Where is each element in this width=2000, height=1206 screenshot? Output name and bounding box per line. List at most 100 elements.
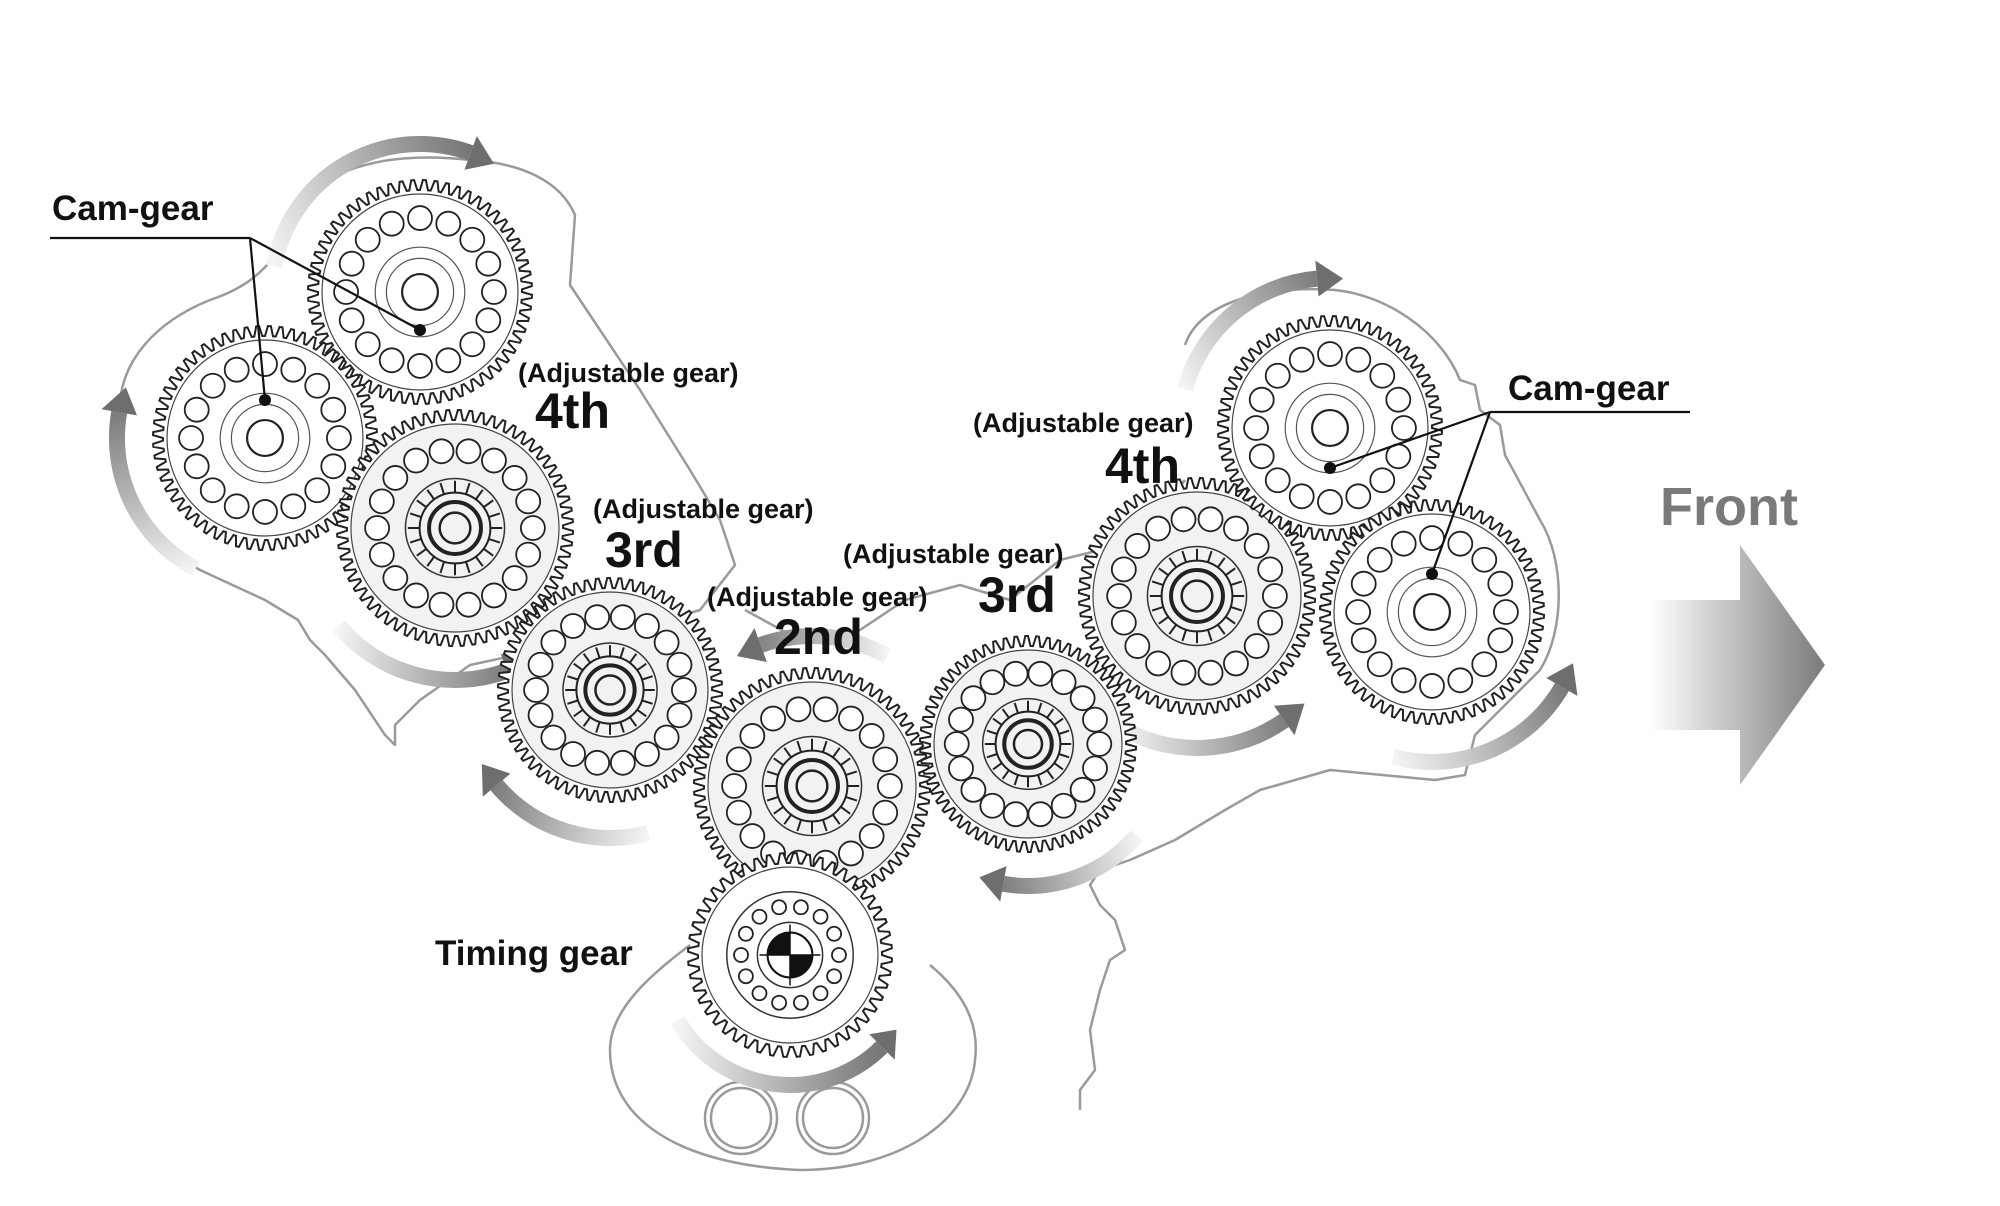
cam-gear-left-upper-hole	[333, 279, 359, 305]
adjustable-gear-3rd-left-spline	[595, 647, 601, 659]
adjustable-3rd-right-sublabel: (Adjustable gear)	[843, 539, 1064, 569]
adjustable-gear-3rd-right-hole	[948, 755, 974, 782]
adjustable-gear-3rd-left-hole	[540, 724, 567, 751]
rotation-arrow-cam-right-lower-body	[1391, 682, 1569, 770]
adjustable-gear-4th-right-hole	[1257, 556, 1284, 583]
cam-gear-right-lower-hole	[1447, 530, 1474, 557]
cam-gear-right-lower-hole	[1487, 570, 1514, 597]
cam-gear-right-upper-hole	[1385, 386, 1412, 413]
cam-gear-left-leader-b	[249, 237, 421, 331]
adjustable-gear-3rd-left-hole	[527, 702, 554, 729]
rotation-arrow-cam-right-upper-head	[1315, 260, 1344, 297]
cam-gear-left-label: Cam-gear	[52, 189, 214, 228]
adjustable-gear-4th-left-hole	[515, 541, 542, 568]
cam-gear-right-upper-hole	[1369, 362, 1396, 389]
adjustable-gear-4th-left-spline	[409, 537, 422, 544]
left-head-outline	[118, 156, 737, 747]
adjustable-gear-4th-right-spline	[1168, 624, 1178, 635]
adjustable-gear-4th-left-spline	[426, 556, 436, 567]
adjustable-gear-4th-left-spline	[416, 499, 427, 509]
adjustable-gear-2nd-hole	[739, 823, 766, 849]
adjustable-gear-3rd-right-hole	[960, 685, 987, 712]
adjustable-gear-3rd-right-spline	[1001, 769, 1010, 780]
adjustable-gear-3rd-right-spline	[1013, 774, 1019, 786]
adjustable-gear-3rd-left-spline	[573, 708, 584, 718]
adjustable-4th-right-label: 4th	[1105, 438, 1180, 494]
cam-gear-left-upper-hole	[459, 331, 486, 358]
adjustable-gear-3rd-left-hole	[653, 724, 680, 751]
adjustable-gear-2nd-hole	[725, 799, 752, 826]
adjustable-gear-3rd-left-hole	[527, 651, 554, 678]
adjustable-4th-left-sublabel: (Adjustable gear)	[518, 358, 739, 388]
cam-gear-right-lower-hole	[1390, 667, 1417, 694]
adjustable-gear-4th-left-hole	[382, 465, 409, 491]
cam-gear-left-lower-bore	[245, 418, 285, 458]
adjustable-gear-4th-left-hole	[403, 582, 429, 609]
adjustable-gear-4th-left-spline	[474, 556, 484, 567]
rotation-arrow-timing-body	[670, 1015, 888, 1093]
adjustable-gear-3rd-left-hub-inner	[575, 655, 645, 725]
adjustable-gear-3rd-left-bore	[594, 674, 626, 706]
cam-gear-left-upper-hole	[338, 307, 365, 334]
adjustable-gear-3rd-right-hole	[948, 706, 974, 733]
adjustable-gear-3rd-left-hole	[584, 604, 611, 631]
adjustable-gear-2nd-hole	[838, 705, 864, 732]
adjustable-gear-4th-left-spline	[488, 512, 501, 519]
adjustable-gear-4th-right-hole	[1145, 515, 1171, 542]
cam-gear-right-upper-bore	[1310, 408, 1350, 448]
adjustable-gear-3rd-right-spline	[1046, 769, 1055, 780]
adjustable-gear-3rd-left-hole	[666, 651, 693, 678]
adjustable-gear-4th-right-spline	[1230, 605, 1243, 612]
rotation-arrows	[101, 135, 1578, 1093]
cam-gear-left-lower-hole	[326, 425, 352, 451]
cam-gear-right-lower-bore	[1412, 592, 1452, 632]
cam-gear-left-upper-hole	[378, 210, 405, 237]
rotation-arrow-cam-left-lower-body	[108, 410, 200, 576]
adjustable-gear-4th-right-hub-ring	[1146, 545, 1248, 647]
crank-center-mark-quadrant	[767, 932, 790, 955]
timing-gear-hole	[812, 985, 829, 1002]
cam-gear-left-lower-hole	[223, 356, 250, 383]
adjustable-gear-4th-left-hole	[364, 515, 391, 541]
adjustable-gear-3rd-right-spline	[1046, 708, 1055, 719]
rotation-arrow-cam-left-upper	[266, 135, 494, 268]
cam-gear-left-lower-hole	[252, 499, 278, 525]
adjustable-gear-3rd-left-spline	[619, 721, 625, 733]
adjustable-3rd-right-label: 3rd	[978, 567, 1056, 623]
adjustable-gear-4th-left-spline	[426, 489, 436, 500]
adjustable-gear-3rd-right	[918, 635, 1138, 853]
rotation-arrow-cam-right-lower	[1391, 663, 1578, 770]
timing-gear-hole	[751, 985, 768, 1002]
adjustable-gear-2nd-spline	[845, 795, 858, 802]
adjustable-gear-3rd-left-hub-ring	[562, 642, 658, 738]
adjustable-gear-4th-right-spline	[1151, 605, 1164, 612]
adjustable-gear-3rd-right-spline	[1037, 774, 1043, 786]
adjustable-gear-3rd-left-spline	[636, 708, 647, 718]
adjustable-gear-2nd-hole	[872, 799, 899, 826]
adjustable-3rd-left-label: 3rd	[605, 522, 683, 578]
adjustable-gear-4th-right-hole	[1124, 633, 1151, 659]
adjustable-gear-4th-left-hole	[481, 582, 507, 609]
bore-circle-left	[703, 1080, 779, 1156]
adjustable-gear-4th-left-hole	[455, 438, 482, 465]
adjustable-gear-3rd-right-hole	[1069, 685, 1096, 712]
adjustable-gear-3rd-right-bearing	[1002, 718, 1054, 770]
adjustable-gear-3rd-left	[496, 577, 724, 803]
rotation-arrow-cam-right-lower-head	[1546, 663, 1578, 696]
cam-gear-right-leader-b	[1430, 411, 1492, 575]
cam-gear-left-lower-hole	[320, 453, 347, 480]
adjustable-gear-2nd-bearing	[784, 758, 840, 814]
adjustable-gear-3rd-right-hole	[1050, 792, 1077, 819]
adjustable-gear-2nd-spline	[831, 814, 841, 825]
cam-gear-left-upper-bore	[400, 272, 440, 312]
rotation-arrow-4th-right	[1117, 703, 1305, 756]
adjustable-gear-4th-left-spline	[488, 537, 501, 544]
cam-gear-right-upper-hole	[1288, 346, 1315, 373]
adjustable-gear-4th-right-bearing	[1169, 568, 1225, 624]
adjustable-gear-4th-right-hole	[1257, 609, 1284, 636]
adjustable-gear-3rd-right-spline	[1037, 702, 1043, 714]
cam-gear-right-lower-hole	[1419, 525, 1445, 551]
cam-gear-left-upper	[306, 178, 534, 406]
cam-gear-right-lower-hole	[1345, 599, 1371, 625]
cam-gear-left-upper-hole	[435, 210, 462, 237]
